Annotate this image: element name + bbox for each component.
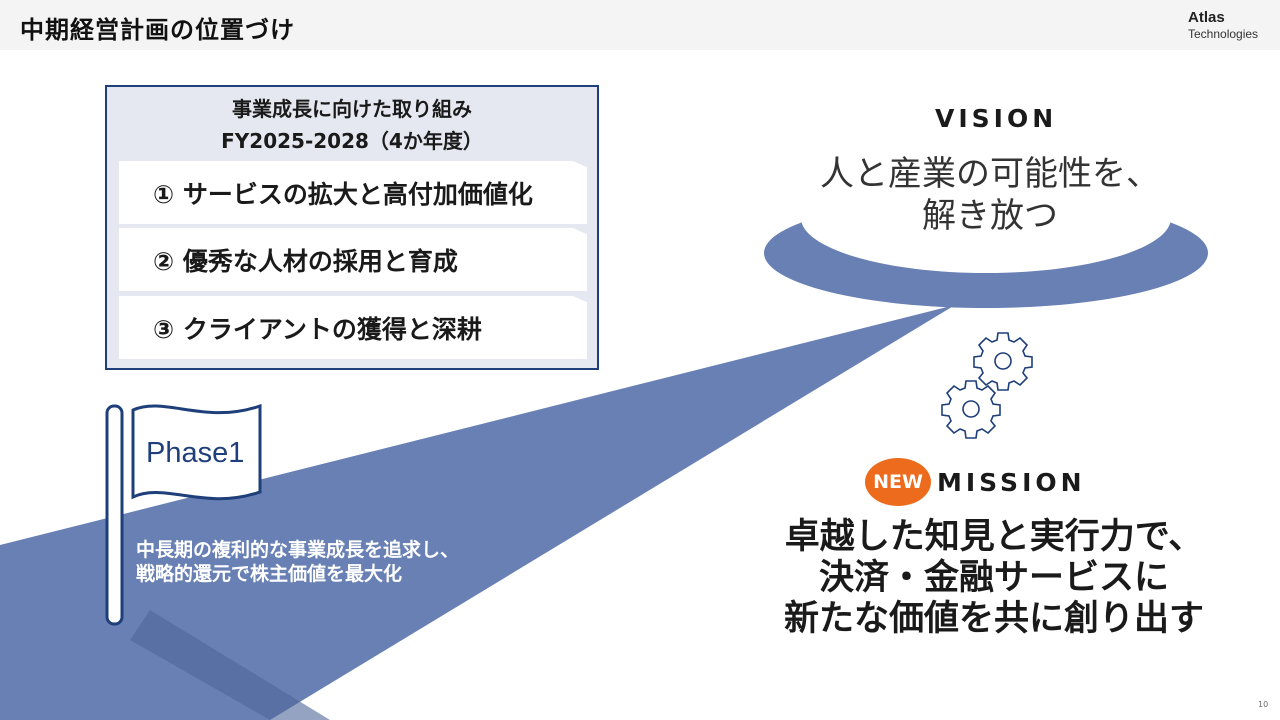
flagpole xyxy=(105,404,124,626)
page-number: 10 xyxy=(1258,700,1269,709)
vision-line: 人と産業の可能性を、 xyxy=(820,154,1160,194)
vision-dish-top xyxy=(801,163,1171,273)
phase-description-line: 戦略的還元で株主価値を最大化 xyxy=(136,563,403,585)
mission-line: 卓越した知見と実行力で、 xyxy=(784,517,1204,557)
light-beam xyxy=(0,305,955,720)
gear-icon xyxy=(941,380,1001,439)
gear-icon xyxy=(973,332,1033,391)
new-badge: NEW xyxy=(865,458,931,506)
initiative-item-label: ③ クライアントの獲得と深耕 xyxy=(153,315,482,344)
initiative-item: ③ クライアントの獲得と深耕 xyxy=(119,296,587,359)
phase-description-line: 中長期の複利的な事業成長を追求し、 xyxy=(136,539,460,561)
initiatives-period: FY2025-2028（4か年度） xyxy=(221,129,483,153)
flagpole-shadow xyxy=(130,610,330,720)
company-logo-name: Atlas xyxy=(1188,9,1225,26)
mission-line: 決済・金融サービスに xyxy=(818,558,1169,598)
company-logo-sub: Technologies xyxy=(1188,27,1259,41)
flag-cloth xyxy=(131,403,262,501)
vision-line: 解き放つ xyxy=(922,196,1058,236)
initiative-item-label: ① サービスの拡大と高付加価値化 xyxy=(153,180,533,209)
initiative-item: ① サービスの拡大と高付加価値化 xyxy=(119,161,587,224)
initiatives-heading: 事業成長に向けた取り組み xyxy=(232,97,472,121)
mission-line: 新たな価値を共に創り出す xyxy=(783,599,1204,639)
page-title: 中期経営計画の位置づけ xyxy=(20,16,295,44)
initiatives-box: 事業成長に向けた取り組み FY2025-2028（4か年度） ① サービスの拡大… xyxy=(105,85,599,370)
vision-statement: 人と産業の可能性を、 解き放つ xyxy=(790,153,1190,237)
mission-statement: 卓越した知見と実行力で、 決済・金融サービスに 新たな価値を共に創り出す xyxy=(760,517,1228,640)
initiative-item: ② 優秀な人材の採用と育成 xyxy=(119,228,587,291)
mission-label: MISSION xyxy=(937,468,1086,497)
header-bar xyxy=(0,0,1280,50)
initiative-item-label: ② 優秀な人材の採用と育成 xyxy=(153,247,458,276)
phase-label: Phase1 xyxy=(146,437,245,469)
vision-label: VISION xyxy=(935,104,1058,133)
phase-description: 中長期の複利的な事業成長を追求し、 戦略的還元で株主価値を最大化 xyxy=(136,538,459,586)
